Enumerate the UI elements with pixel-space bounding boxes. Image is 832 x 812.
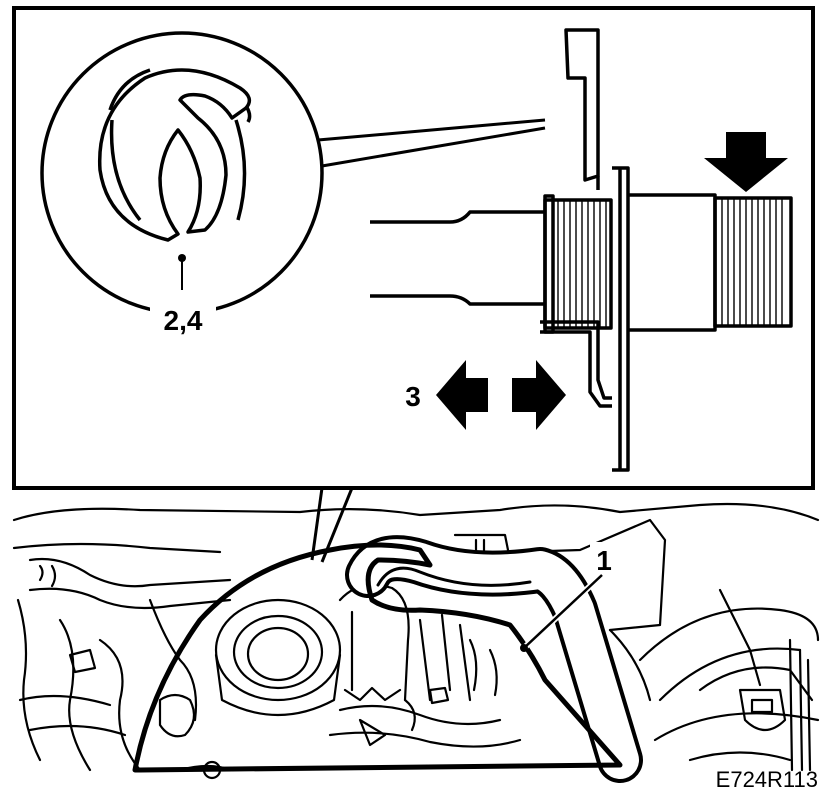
engine-bay-scene: [12, 502, 820, 780]
clip-magnifier: 2,4: [40, 31, 546, 336]
zoom-pointer: [310, 487, 354, 563]
thread-lines: [557, 198, 783, 328]
label-clip: 2,4: [164, 305, 203, 336]
label-arrow: 3: [405, 381, 421, 412]
zoom-region-outline: [132, 542, 623, 773]
move-left-right-arrows-icon: [436, 360, 566, 430]
retaining-clip: [97, 68, 252, 242]
figure-reference: E724R113: [716, 767, 818, 792]
fitting-assembly: [370, 28, 793, 472]
hose-callout: 1: [520, 542, 616, 652]
press-down-arrow-icon: [704, 132, 788, 192]
label-hose: 1: [596, 545, 612, 576]
